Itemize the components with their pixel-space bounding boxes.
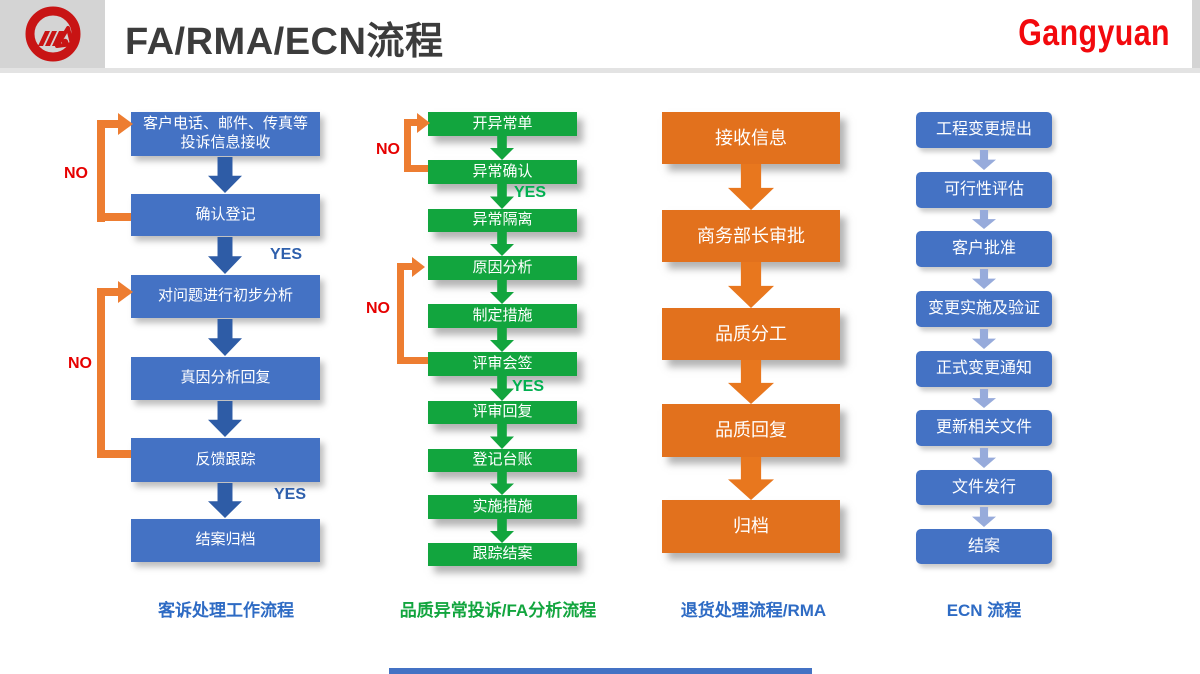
flow-step-commerce-approval: 商务部长审批 bbox=[662, 210, 840, 262]
no-loop-connector bbox=[404, 165, 428, 172]
down-arrow-icon bbox=[728, 457, 774, 500]
down-arrow-icon bbox=[728, 164, 774, 210]
flow-step-archive: 归档 bbox=[662, 500, 840, 553]
flow-step-confirm-register: 确认登记 bbox=[131, 194, 320, 236]
decision-yes-label: YES bbox=[270, 246, 303, 263]
down-arrow-icon bbox=[972, 507, 996, 527]
no-loop-connector bbox=[397, 263, 404, 364]
no-loop-connector bbox=[97, 450, 131, 458]
flow-step-implement-verify: 变更实施及验证 bbox=[916, 291, 1052, 327]
down-arrow-icon bbox=[972, 150, 996, 170]
down-arrow-icon bbox=[972, 329, 996, 349]
decision-no-label: NO bbox=[376, 141, 400, 158]
arrowhead-right-icon bbox=[417, 113, 430, 133]
down-arrow-icon bbox=[208, 483, 242, 518]
flow-step-quality-reply: 品质回复 bbox=[662, 404, 840, 457]
flow-step-abnormal-confirm: 异常确认 bbox=[428, 160, 577, 184]
flow-step-implement-measures: 实施措施 bbox=[428, 495, 577, 519]
flow-step-close-archive: 结案归档 bbox=[131, 519, 320, 562]
flow-step-abnormal-isolate: 异常隔离 bbox=[428, 209, 577, 232]
down-arrow-icon bbox=[490, 232, 514, 256]
caption-ecn-flow: ECN 流程 bbox=[946, 601, 1022, 620]
down-arrow-icon bbox=[208, 319, 242, 356]
caption-quality-fa-flow: 品质异常投诉/FA分析流程 bbox=[399, 601, 597, 620]
down-arrow-icon bbox=[490, 424, 514, 449]
down-arrow-icon bbox=[728, 262, 774, 308]
no-loop-connector bbox=[97, 288, 105, 458]
caption-rma-flow: 退货处理流程/RMA bbox=[680, 601, 827, 620]
flow-step-quality-assign: 品质分工 bbox=[662, 308, 840, 360]
down-arrow-icon bbox=[972, 269, 996, 289]
no-loop-connector bbox=[97, 288, 119, 296]
flow-step-ecn-close: 结案 bbox=[916, 529, 1052, 564]
caption-complaint-flow: 客诉处理工作流程 bbox=[158, 601, 294, 620]
no-loop-connector bbox=[97, 120, 119, 128]
down-arrow-icon bbox=[490, 519, 514, 543]
down-arrow-icon bbox=[972, 448, 996, 468]
down-arrow-icon bbox=[490, 376, 514, 401]
down-arrow-icon bbox=[490, 136, 514, 160]
decision-yes-label: YES bbox=[514, 184, 547, 201]
header-right-block bbox=[1192, 0, 1200, 68]
decision-no-label: NO bbox=[64, 165, 88, 182]
flow-step-ecn-proposal: 工程变更提出 bbox=[916, 112, 1052, 148]
flow-step-review-signoff: 评审会签 bbox=[428, 352, 577, 376]
flow-step-feedback-tracking: 反馈跟踪 bbox=[131, 438, 320, 482]
flow-step-root-cause-reply: 真因分析回复 bbox=[131, 357, 320, 400]
decision-yes-label: YES bbox=[274, 486, 307, 503]
no-loop-connector bbox=[97, 213, 131, 221]
flow-step-open-abnormal: 开异常单 bbox=[428, 112, 577, 136]
down-arrow-icon bbox=[490, 280, 514, 304]
gangyuan-logo bbox=[25, 4, 90, 62]
flow-step-complaint-receive: 客户电话、邮件、传真等 投诉信息接收 bbox=[131, 112, 320, 156]
down-arrow-icon bbox=[490, 184, 514, 209]
decision-yes-label: YES bbox=[512, 378, 545, 395]
header-divider bbox=[0, 68, 1200, 73]
bottom-accent-bar bbox=[389, 668, 812, 674]
flow-step-document-release: 文件发行 bbox=[916, 470, 1052, 505]
down-arrow-icon bbox=[490, 472, 514, 495]
flow-step-customer-approval: 客户批准 bbox=[916, 231, 1052, 267]
no-loop-connector bbox=[397, 263, 413, 270]
arrowhead-right-icon bbox=[412, 257, 425, 277]
brand-wordmark: Gangyuan bbox=[1018, 12, 1170, 53]
arrowhead-right-icon bbox=[118, 281, 133, 303]
flow-step-initial-analysis: 对问题进行初步分析 bbox=[131, 275, 320, 318]
arrowhead-right-icon bbox=[118, 113, 133, 135]
flow-step-review-reply: 评审回复 bbox=[428, 401, 577, 424]
flow-step-track-close: 跟踪结案 bbox=[428, 543, 577, 566]
flow-step-formal-notice: 正式变更通知 bbox=[916, 351, 1052, 387]
no-loop-connector bbox=[404, 119, 418, 126]
flow-step-ledger-register: 登记台账 bbox=[428, 449, 577, 472]
page-title: FA/RMA/ECN流程 bbox=[125, 21, 444, 63]
flow-step-feasibility: 可行性评估 bbox=[916, 172, 1052, 208]
down-arrow-icon bbox=[208, 237, 242, 274]
down-arrow-icon bbox=[728, 360, 774, 404]
down-arrow-icon bbox=[972, 210, 996, 229]
logo-container bbox=[0, 0, 105, 68]
down-arrow-icon bbox=[208, 157, 242, 193]
decision-no-label: NO bbox=[68, 355, 92, 372]
no-loop-connector bbox=[397, 357, 428, 364]
down-arrow-icon bbox=[208, 401, 242, 437]
flow-step-receive-info: 接收信息 bbox=[662, 112, 840, 164]
flow-step-define-measures: 制定措施 bbox=[428, 304, 577, 328]
flow-step-update-documents: 更新相关文件 bbox=[916, 410, 1052, 446]
no-loop-connector bbox=[97, 120, 105, 222]
no-loop-connector bbox=[404, 119, 411, 171]
flow-step-cause-analysis: 原因分析 bbox=[428, 256, 577, 280]
down-arrow-icon bbox=[972, 389, 996, 408]
down-arrow-icon bbox=[490, 328, 514, 352]
decision-no-label: NO bbox=[366, 300, 390, 317]
